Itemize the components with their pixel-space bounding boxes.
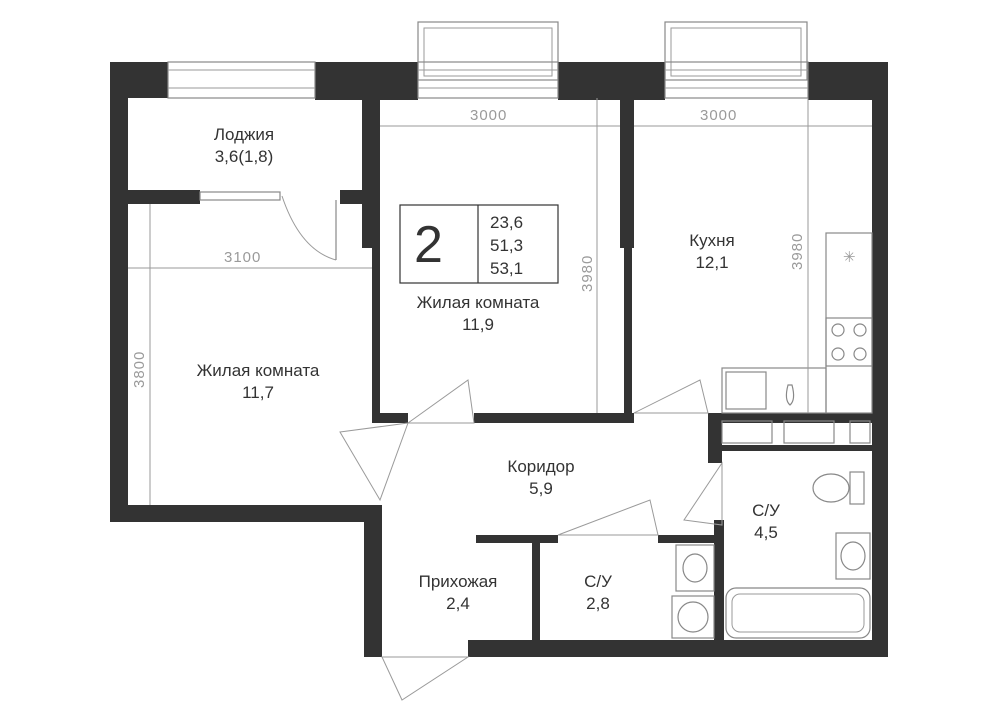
rooms-count: 2 <box>414 216 443 274</box>
room-name-bath-small: С/У <box>584 572 612 591</box>
windows <box>167 61 809 201</box>
balcony-frames <box>417 21 808 81</box>
dimension-living1-width: 3100 <box>224 249 261 266</box>
dimension-kitchen-width: 3000 <box>700 107 737 124</box>
walls <box>110 62 888 657</box>
room-name-bath-big: С/У <box>752 501 780 520</box>
room-name-living2: Жилая комната <box>417 293 540 312</box>
room-area-loggia: 3,6(1,8) <box>215 147 274 166</box>
room-name-kitchen: Кухня <box>689 231 735 250</box>
dimension-living2-width: 3000 <box>470 107 507 124</box>
dimension-lines <box>128 98 872 505</box>
room-area-living2: 11,9 <box>462 315 494 334</box>
room-area-kitchen: 12,1 <box>695 253 728 272</box>
dimension-living2-depth: 3980 <box>579 255 596 292</box>
room-area-bath-small: 2,8 <box>586 594 610 613</box>
dimension-living1-depth: 3800 <box>131 351 148 388</box>
room-name-hallway: Прихожая <box>419 572 498 591</box>
dimension-kitchen-depth: 3980 <box>789 233 806 270</box>
room-name-corridor: Коридор <box>507 457 574 476</box>
room-area-living1: 11,7 <box>242 383 274 402</box>
room-area-bath-big: 4,5 <box>754 523 778 542</box>
apartment-summary: 2 23,6 51,3 53,1 <box>399 204 559 284</box>
bathroom-fixtures <box>671 420 871 639</box>
total-area-with-loggia: 53,1 <box>490 259 523 278</box>
total-area: 51,3 <box>490 236 523 255</box>
room-area-hallway: 2,4 <box>446 594 470 613</box>
living-area: 23,6 <box>490 213 523 232</box>
doors <box>281 195 723 701</box>
room-name-loggia: Лоджия <box>214 125 274 144</box>
room-name-living1: Жилая комната <box>197 361 320 380</box>
room-area-corridor: 5,9 <box>529 479 553 498</box>
hood-icon: ✳ <box>843 249 857 266</box>
kitchen-fixtures: ✳ <box>721 232 873 414</box>
